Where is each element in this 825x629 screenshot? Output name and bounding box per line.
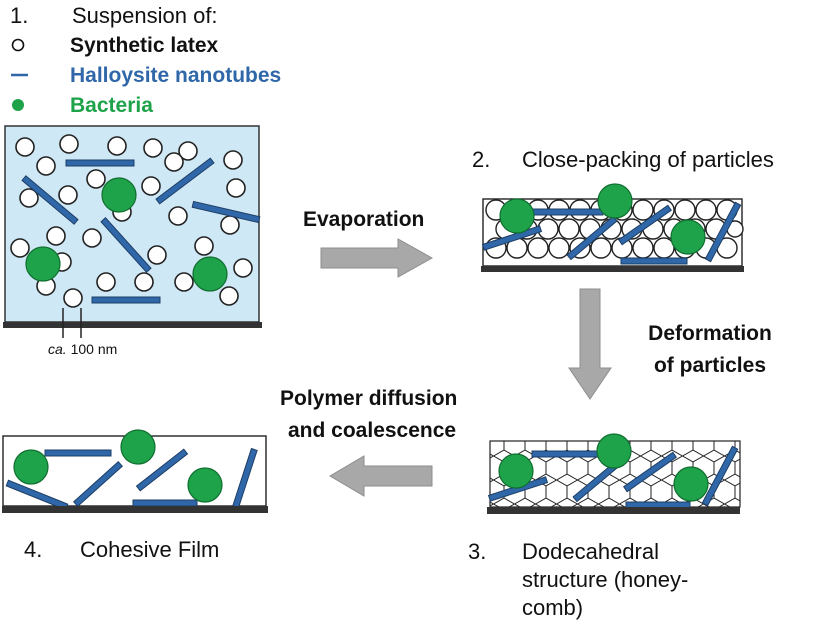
legend-latex-icon bbox=[11, 38, 25, 52]
packed-nanotubes bbox=[481, 201, 742, 265]
deformation-label-2: of particles bbox=[653, 354, 767, 377]
legend-bacteria-icon bbox=[12, 99, 24, 111]
honeycomb-nanotubes bbox=[487, 445, 739, 509]
honeycomb-bacteria bbox=[498, 433, 709, 502]
step-3-number: 3. bbox=[468, 539, 487, 564]
suspension-panel bbox=[3, 125, 262, 338]
packed-bacteria bbox=[499, 183, 706, 255]
coalescence-arrow bbox=[329, 455, 433, 497]
legend-nanotubes-label: Halloysite nanotubes bbox=[70, 64, 282, 87]
deformation-arrow bbox=[568, 288, 612, 400]
step-3-line-2: structure (honey- bbox=[522, 567, 689, 592]
diffusion-label-2: and coalescence bbox=[288, 419, 457, 442]
step-1-number: 1. bbox=[10, 3, 29, 28]
bacteria bbox=[25, 177, 228, 292]
film-nanotubes bbox=[5, 447, 258, 511]
cohesive-film-panel bbox=[2, 429, 268, 513]
evaporation-arrow bbox=[320, 238, 434, 278]
step-3-line-3: comb) bbox=[522, 595, 584, 620]
legend-bacteria-label: Bacteria bbox=[70, 94, 153, 117]
honeycomb-panel bbox=[487, 433, 741, 514]
step-2-label: Close-packing of particles bbox=[522, 147, 774, 172]
evaporation-label: Evaporation bbox=[303, 208, 425, 231]
step-2-number: 2. bbox=[472, 147, 491, 172]
step-3-line-1: Dodecahedral bbox=[522, 539, 659, 564]
scale-label: ca. 100 nm bbox=[48, 341, 118, 357]
step-4-label: Cohesive Film bbox=[80, 537, 220, 562]
deformation-label-1: Deformation bbox=[648, 322, 772, 345]
step-1-label: Suspension of: bbox=[72, 3, 218, 28]
film-bacteria bbox=[13, 429, 223, 503]
close-packed-panel bbox=[481, 183, 744, 272]
scale-marker bbox=[62, 308, 82, 338]
nanotubes bbox=[21, 157, 261, 304]
diffusion-label-1: Polymer diffusion bbox=[280, 387, 458, 410]
step-4-number: 4. bbox=[24, 537, 43, 562]
legend-latex-label: Synthetic latex bbox=[70, 34, 219, 57]
